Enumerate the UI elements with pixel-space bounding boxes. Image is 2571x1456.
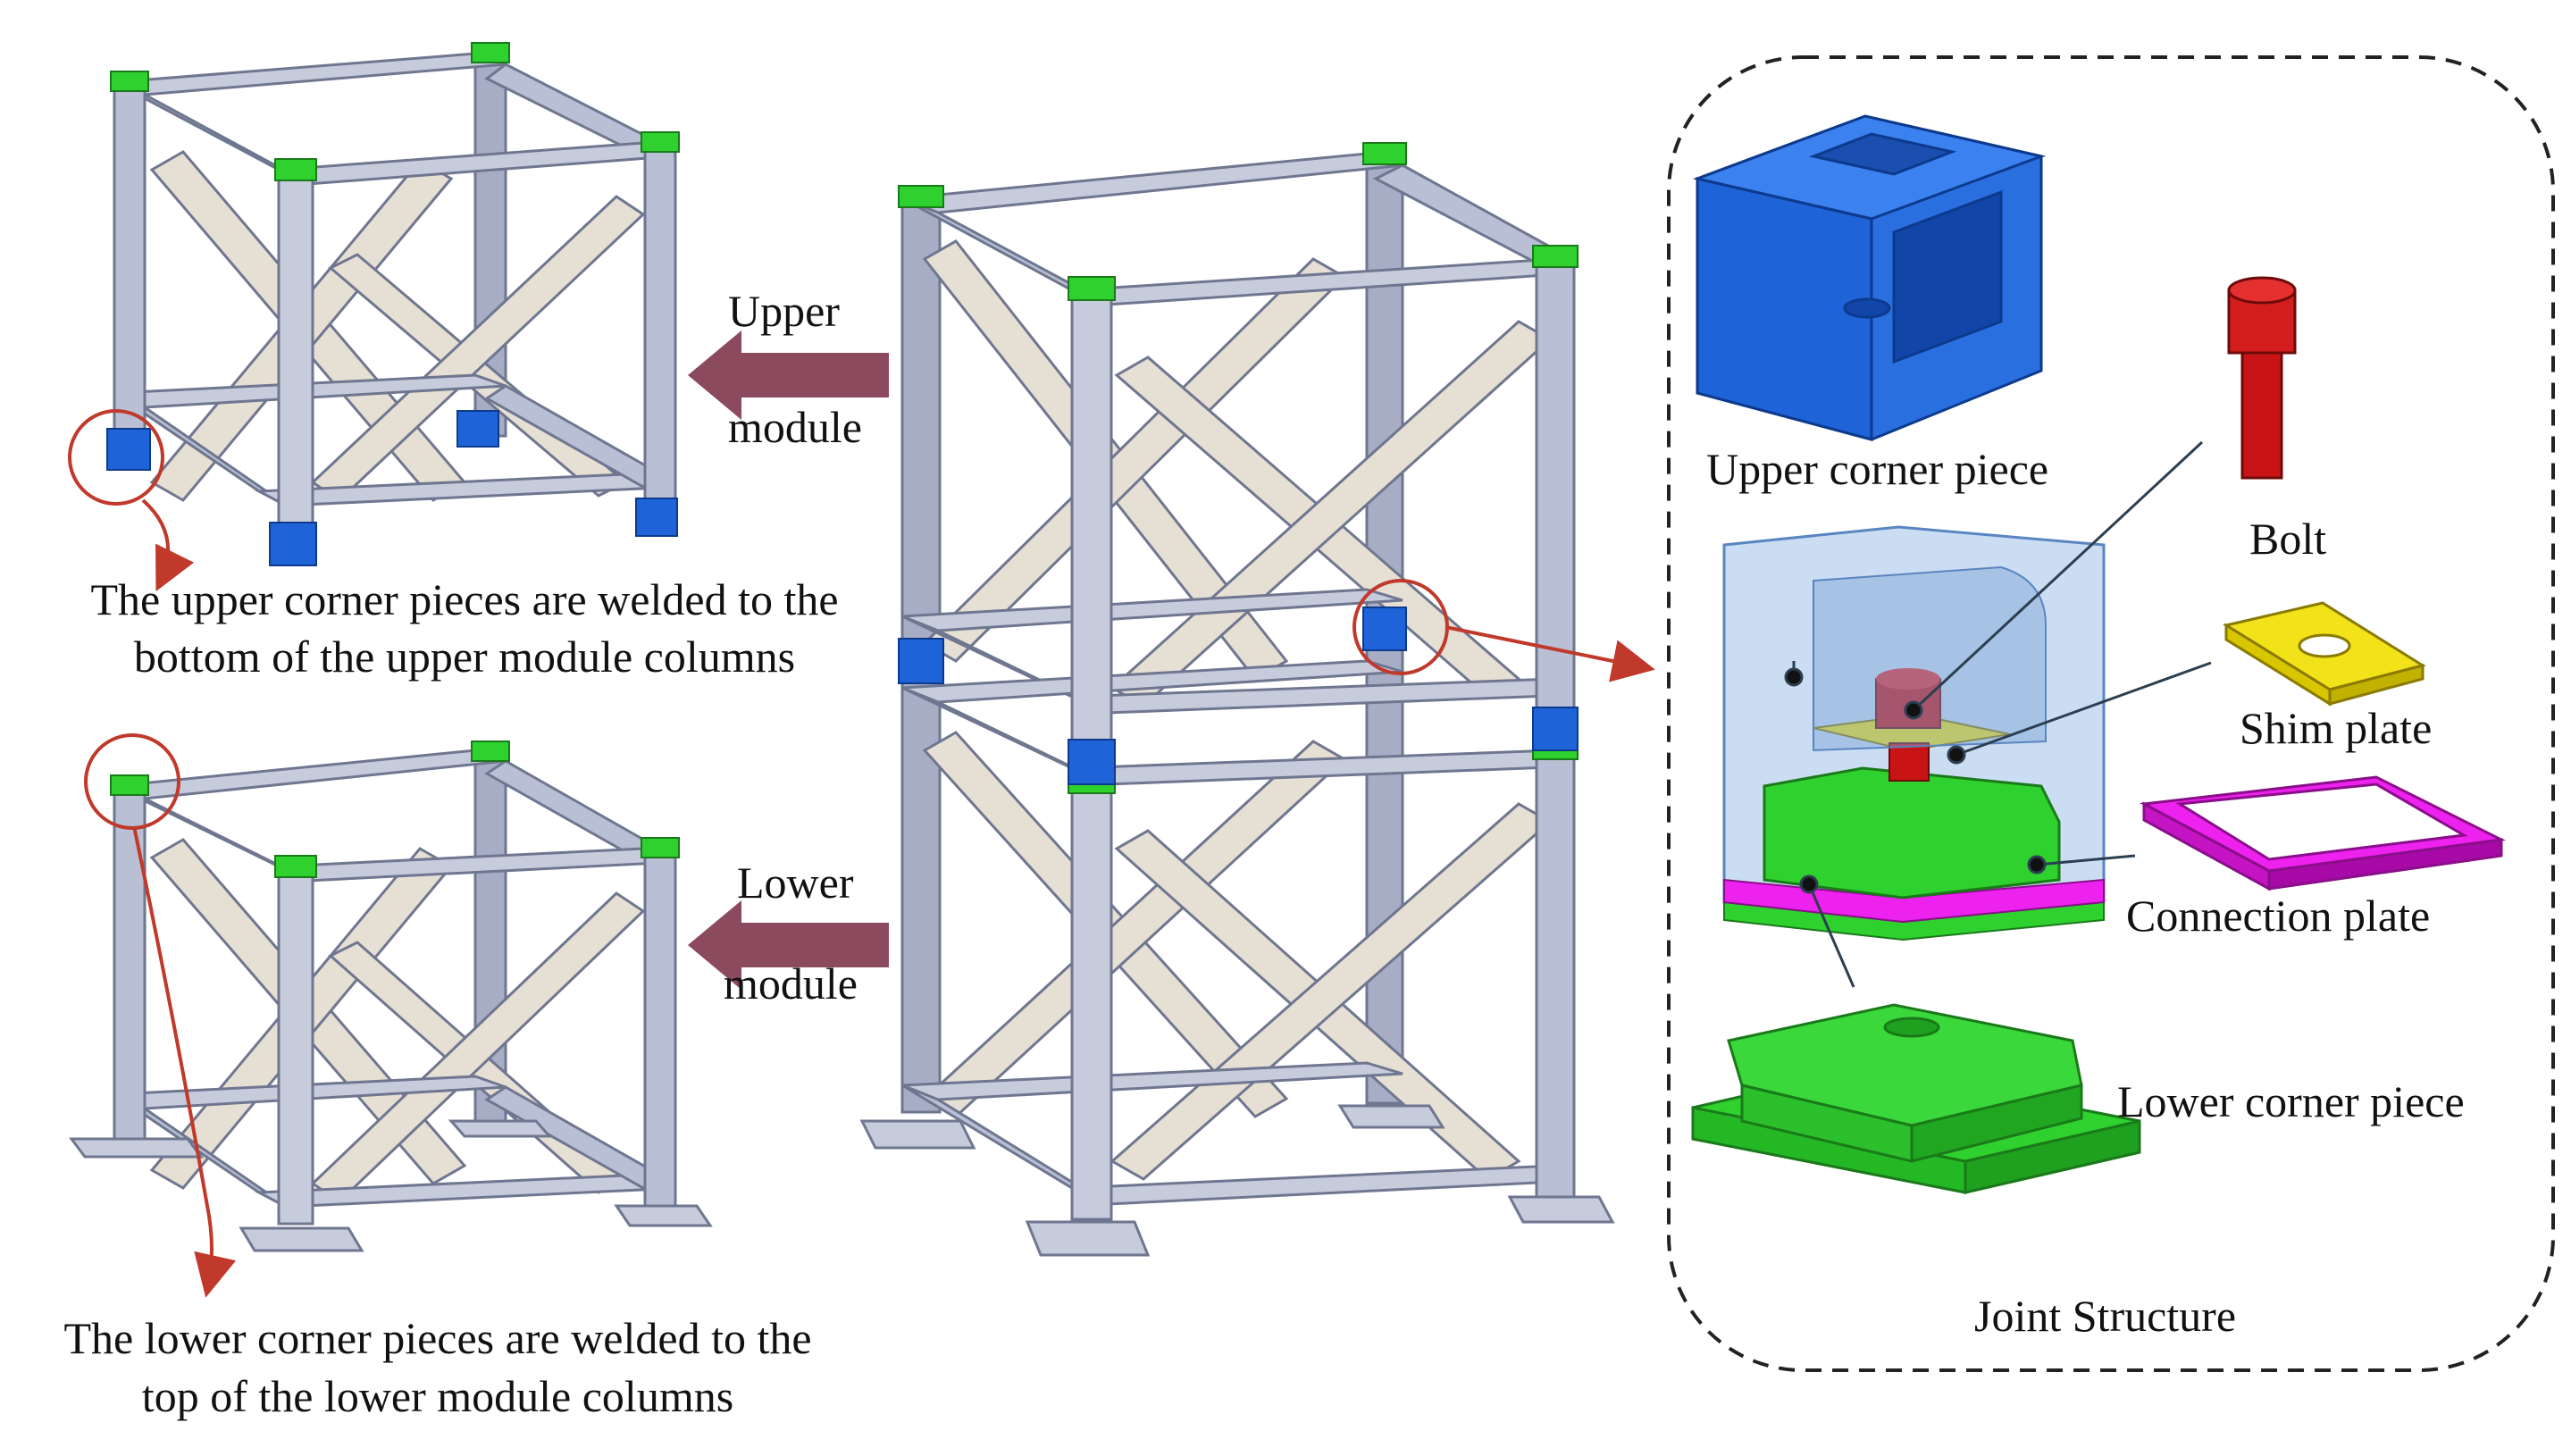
lower-module-label-line2: module (724, 958, 858, 1008)
bolt-label: Bolt (2249, 514, 2326, 564)
lower-module-frame (69, 749, 713, 1252)
leader-lines (1784, 440, 2212, 988)
connection-plate-label: Connection plate (2126, 891, 2430, 941)
upper-note-line2: bottom of the upper module columns (134, 632, 795, 682)
connection-plate-part (2140, 775, 2507, 891)
lower-callout-circle (84, 733, 180, 830)
assembled-joint (1722, 525, 2106, 941)
upper-module-frame (113, 52, 677, 529)
upper-module-arrow (688, 331, 889, 420)
shim-plate-label: Shim plate (2240, 703, 2432, 753)
upper-callout-arrow (141, 498, 195, 592)
upper-module-lower-corner-caps (110, 42, 680, 181)
upper-callout-circle (68, 409, 164, 506)
upper-module-label-line2: module (728, 402, 862, 452)
assembled-tower (859, 152, 1615, 1257)
upper-corner-piece-label: Upper corner piece (1706, 444, 2048, 494)
lower-module-lower-corner-pieces (110, 741, 680, 878)
lower-note-line1: The lower corner pieces are welded to th… (63, 1313, 811, 1363)
shim-plate-part (2223, 601, 2426, 707)
upper-module-label-line1: Upper (728, 286, 840, 336)
lower-module-arrow (688, 900, 889, 990)
lower-note-line2: top of the lower module columns (142, 1371, 733, 1421)
bolt-part (2227, 276, 2297, 480)
lower-corner-piece-label: Lower corner piece (2117, 1076, 2465, 1126)
joint-structure-label: Joint Structure (1974, 1291, 2236, 1341)
tower-upper-corner-pieces (898, 607, 1579, 785)
lower-corner-piece-part (1691, 1003, 2141, 1194)
tower-lower-corner-pieces (898, 142, 1579, 794)
lower-callout-arrow (132, 825, 237, 1298)
lower-module-label-line1: Lower (737, 858, 854, 908)
upper-corner-piece-part (1692, 114, 2047, 441)
tower-callout-arrow (1445, 625, 1655, 682)
upper-module-upper-corner-pieces (106, 410, 678, 566)
upper-note-line1: The upper corner pieces are welded to th… (90, 574, 838, 624)
joint-structure-panel (1667, 55, 2555, 1372)
